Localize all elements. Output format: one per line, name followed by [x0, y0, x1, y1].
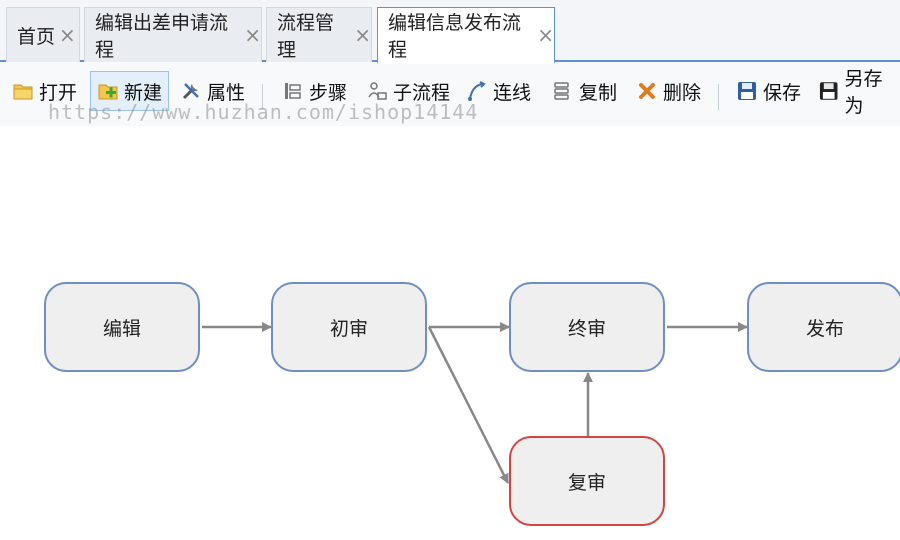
flow-edges	[202, 322, 748, 484]
connector-icon	[468, 81, 486, 101]
node-first-review[interactable]: 初审	[271, 282, 427, 372]
save-button[interactable]: 保存	[736, 71, 801, 111]
tab-edit-publish-flow[interactable]: 编辑信息发布流程 ×	[377, 7, 555, 64]
connect-label: 连线	[493, 81, 532, 104]
close-icon[interactable]: ×	[354, 23, 371, 47]
tab-label: 编辑信息发布流程	[388, 12, 522, 61]
delete-button[interactable]: 删除	[636, 71, 701, 111]
node-publish[interactable]: 发布	[747, 282, 900, 372]
node-edit[interactable]: 编辑	[44, 282, 200, 372]
close-icon[interactable]: ×	[244, 23, 261, 47]
save-label: 保存	[763, 81, 802, 104]
copy-label: 复制	[579, 81, 618, 104]
node-label: 复审	[567, 471, 606, 494]
tab-edit-travel-flow[interactable]: 编辑出差申请流程 ×	[84, 7, 262, 62]
copy-button[interactable]: 复制	[552, 71, 617, 111]
tab-bar: 首页 × 编辑出差申请流程 × 流程管理 × 编辑信息发布流程 ×	[0, 0, 900, 64]
node-final-review[interactable]: 终审	[509, 282, 665, 372]
save-as-button[interactable]: 另存为	[818, 68, 900, 117]
close-icon[interactable]: ×	[537, 23, 554, 47]
tab-flow-management[interactable]: 流程管理 ×	[266, 7, 372, 62]
node-label: 终审	[567, 317, 606, 340]
toolbar-divider	[262, 84, 263, 110]
node-label: 编辑	[102, 317, 141, 340]
delete-x-icon	[639, 83, 655, 99]
node-re-review[interactable]: 复审	[509, 436, 665, 526]
delete-label: 删除	[663, 81, 702, 104]
subflow-icon	[368, 82, 387, 100]
tab-label: 首页	[17, 25, 56, 48]
subflow-label: 子流程	[393, 81, 451, 104]
flow-canvas[interactable]: 编辑 初审 终审 发布 复审	[0, 126, 900, 540]
step-icon	[285, 83, 301, 99]
tab-label: 流程管理	[277, 12, 335, 61]
properties-button[interactable]: 属性	[180, 71, 245, 111]
floppy-disk-icon	[819, 82, 838, 100]
toolbar: 打开 新建 属性 步骤 子流程	[0, 62, 900, 126]
toolbar-divider	[718, 84, 719, 110]
new-button[interactable]: 新建	[90, 71, 170, 111]
save-as-label: 另存为	[844, 68, 883, 117]
node-label: 初审	[329, 317, 368, 340]
new-folder-icon	[98, 84, 118, 100]
tools-icon	[182, 83, 199, 100]
open-button[interactable]: 打开	[12, 71, 77, 111]
node-label: 发布	[805, 317, 844, 340]
tab-label: 编辑出差申请流程	[95, 12, 229, 61]
copy-icon	[554, 82, 569, 100]
step-label: 步骤	[309, 81, 348, 104]
open-label: 打开	[39, 81, 78, 104]
subflow-button[interactable]: 子流程	[366, 71, 450, 111]
new-label: 新建	[124, 81, 163, 104]
step-button[interactable]: 步骤	[282, 71, 347, 111]
close-icon[interactable]: ×	[59, 23, 76, 47]
edge-first-to-re-review[interactable]	[427, 326, 510, 484]
floppy-disk-icon	[738, 82, 756, 100]
properties-label: 属性	[207, 81, 246, 104]
tab-home[interactable]: 首页 ×	[6, 7, 80, 62]
connect-button[interactable]: 连线	[466, 71, 531, 111]
folder-icon	[13, 84, 33, 100]
